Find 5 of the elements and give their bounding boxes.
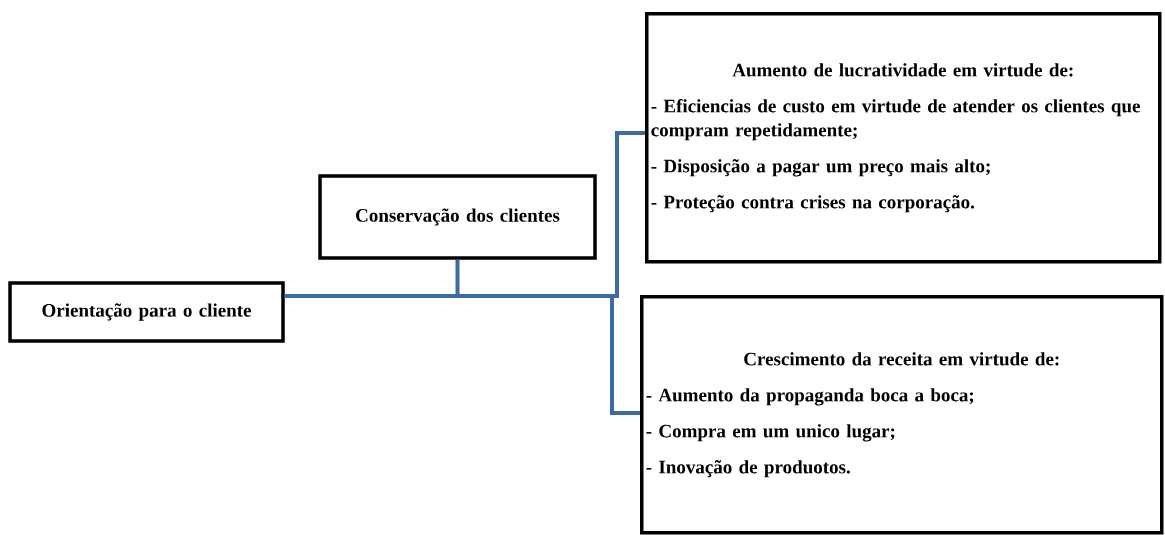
connector-line (284, 294, 640, 415)
text-box: Crescimento da receita em virtude de: - Aumento da propaganda boca a boca; - Compra em um unico lugar; - Inovação de produotos. (640, 295, 1164, 535)
text-box: Conservação dos clientes (318, 174, 597, 260)
text-box: Aumento de lucratividade em virtude de: - Eficiencias de custo em virtude de atender os clientes que compram repetidamente; - Disposição a pagar um preço mais alto; - Proteção contra crises na corporação. (645, 12, 1162, 264)
text-box: Orientação para o cliente (8, 281, 285, 343)
